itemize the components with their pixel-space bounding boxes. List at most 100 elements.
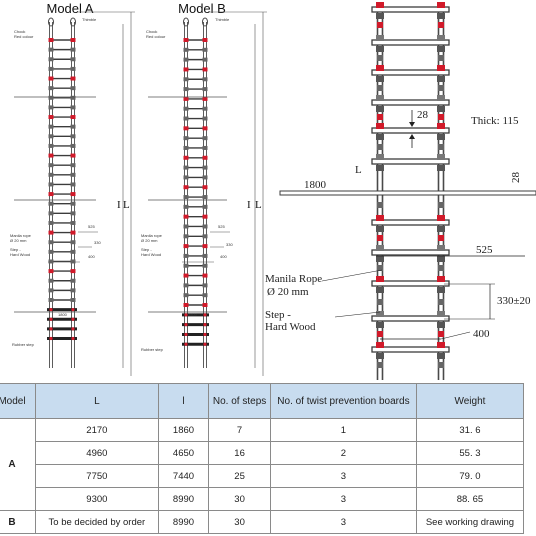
chock-mark	[438, 144, 444, 150]
chock-mark	[437, 76, 445, 82]
chock-mark	[203, 313, 207, 317]
chock-mark	[202, 136, 208, 141]
model-a-dim-l: L	[123, 199, 130, 211]
chock-mark	[438, 299, 444, 305]
chock-mark	[376, 322, 384, 328]
chock-mark	[183, 214, 189, 219]
chock-mark	[48, 240, 54, 245]
model-b-manila-label: Manila rope	[141, 233, 163, 238]
detail-dim-28-top: 28	[417, 109, 429, 121]
header-steps: No. of steps	[208, 383, 271, 419]
chock-mark	[202, 185, 208, 190]
chock-mark	[376, 46, 384, 52]
chock-mark	[70, 115, 76, 120]
chock-mark	[202, 57, 208, 62]
chock-mark	[202, 293, 208, 298]
chock-mark	[438, 22, 444, 28]
chock-mark	[377, 331, 383, 337]
chock-mark	[70, 278, 76, 283]
thimble-icon	[48, 17, 54, 27]
model-b-dim-400: 400	[220, 254, 227, 259]
table-header-row: Model L l No. of steps No. of twist prev…	[0, 383, 525, 419]
chock-mark	[48, 76, 54, 81]
chock-mark	[183, 175, 189, 180]
chock-mark	[438, 331, 444, 337]
cell-boards: 1	[269, 418, 417, 442]
chock-mark	[183, 165, 189, 170]
chock-mark	[438, 265, 444, 271]
chock-mark	[48, 249, 54, 254]
chock-mark	[202, 47, 208, 52]
chock-mark	[183, 283, 189, 288]
chock-mark	[376, 245, 384, 251]
chock-mark	[183, 253, 189, 258]
ladder-detail	[279, 2, 536, 380]
chock-mark	[377, 265, 383, 271]
header-boards: No. of twist prevention boards	[269, 383, 417, 419]
chock-mark	[70, 269, 76, 274]
ladder-step	[371, 249, 450, 256]
cell-weight: 79. 0	[415, 464, 525, 488]
chock-mark	[183, 126, 189, 131]
table-row: 7750 7440 25 3 79. 0	[0, 464, 525, 488]
cell-weight: See working drawing	[415, 510, 525, 534]
chock-mark	[438, 55, 444, 61]
chock-mark	[376, 165, 384, 171]
cell-weight: 31. 6	[415, 418, 525, 442]
ladder-step	[371, 127, 450, 134]
chock-mark	[183, 47, 189, 52]
chock-mark	[202, 195, 208, 200]
cell-l: 4650	[157, 441, 210, 465]
chock-mark	[376, 215, 384, 221]
chock-mark	[49, 336, 53, 341]
chock-mark	[438, 85, 444, 91]
chock-mark	[48, 192, 54, 197]
chock-mark	[48, 124, 54, 129]
chock-mark	[71, 317, 75, 321]
chock-mark	[202, 253, 208, 258]
model-b-labels: Thimble Chock Red colour Manila rope Ø 2…	[141, 17, 233, 352]
chock-mark	[48, 182, 54, 187]
chock-mark	[70, 192, 76, 197]
leader-line	[334, 311, 381, 318]
chock-mark	[377, 202, 383, 208]
chock-mark	[377, 299, 383, 305]
chock-mark	[377, 144, 383, 150]
model-cell-b: B	[0, 510, 36, 534]
chock-mark	[70, 76, 76, 81]
chock-mark	[202, 67, 208, 72]
chock-mark	[48, 288, 54, 293]
chock-mark	[376, 95, 384, 101]
ladder-step	[371, 346, 450, 353]
chock-mark	[437, 322, 445, 328]
chock-mark	[438, 114, 444, 120]
chock-mark	[48, 134, 54, 139]
model-b-step-label: Step -	[141, 247, 152, 252]
ladder-diagram: Model A Model B Thimble Chock Red colour…	[10, 1, 536, 380]
model-b-dim-i: I	[247, 199, 251, 211]
chock-mark	[437, 215, 445, 221]
cell-steps: 16	[208, 441, 271, 465]
chock-mark	[376, 13, 384, 19]
chock-mark	[437, 134, 445, 140]
chock-mark	[183, 145, 189, 150]
chock-mark	[376, 76, 384, 82]
ladder-step	[371, 158, 450, 165]
chock-mark	[376, 276, 384, 282]
chock-mark	[48, 38, 54, 42]
model-a-dim-400: 400	[88, 254, 95, 259]
chock-mark	[202, 244, 208, 249]
chock-mark	[437, 95, 445, 101]
chock-mark	[70, 163, 76, 168]
table-row: B To be decided by order 8990 30 3 See w…	[0, 510, 525, 534]
cell-steps: 7	[208, 418, 271, 442]
ladder-step	[371, 39, 450, 46]
cell-boards: 3	[269, 487, 417, 511]
chock-mark	[70, 172, 76, 177]
chock-mark	[437, 165, 445, 171]
detail-dim-330: 330±20	[497, 295, 531, 307]
chock-mark	[376, 134, 384, 140]
chock-mark	[202, 165, 208, 170]
chock-mark	[202, 96, 208, 101]
model-b-step-wood-label: Hard Wood	[141, 252, 161, 257]
